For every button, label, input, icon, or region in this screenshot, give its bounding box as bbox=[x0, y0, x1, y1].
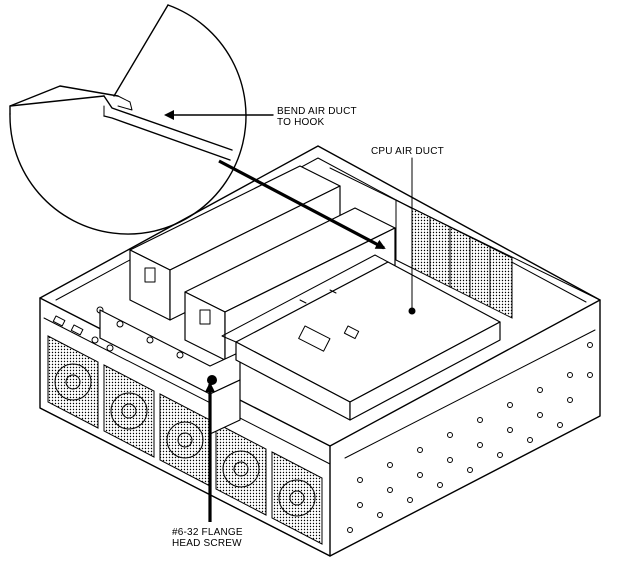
fan-module-5 bbox=[271, 451, 323, 545]
front-panel-ports bbox=[52, 306, 114, 352]
fan-module-4 bbox=[215, 422, 267, 516]
power-supply-modules bbox=[129, 165, 396, 361]
leader-lines bbox=[164, 110, 413, 522]
fan-bracket bbox=[99, 309, 241, 435]
bend-air-duct-line-1: BEND AIR DUCT bbox=[277, 106, 357, 117]
fan-module-2 bbox=[103, 364, 155, 458]
cpu-air-duct-callout-dot bbox=[408, 307, 416, 315]
flange-screw-line-1: #6-32 FLANGE bbox=[172, 527, 243, 538]
fan-modules bbox=[47, 335, 323, 545]
flange-screw-line-2: HEAD SCREW bbox=[172, 538, 242, 549]
bend-air-duct-line-2: TO HOOK bbox=[277, 117, 325, 128]
fan-module-1 bbox=[47, 335, 99, 429]
bend-air-duct-callout: BEND AIR DUCT TO HOOK bbox=[277, 106, 357, 128]
cpu-air-duct-label: CPU AIR DUCT bbox=[371, 146, 444, 157]
fan-module-3 bbox=[159, 393, 211, 487]
flange-head-screw bbox=[207, 375, 217, 385]
flange-screw-callout: #6-32 FLANGE HEAD SCREW bbox=[172, 527, 243, 549]
side-panel-holes bbox=[344, 329, 596, 533]
detail-pointer-arrow bbox=[218, 159, 386, 250]
cpu-air-duct bbox=[221, 254, 501, 421]
detail-magnifier bbox=[9, 4, 247, 235]
cpu-air-duct-callout: CPU AIR DUCT bbox=[371, 146, 444, 157]
